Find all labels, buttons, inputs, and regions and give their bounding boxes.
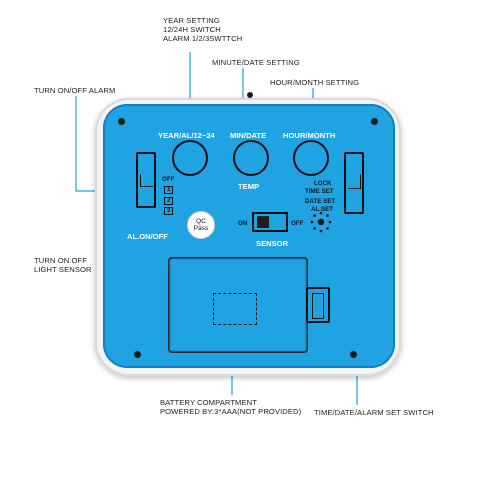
battery-compartment[interactable] xyxy=(168,257,308,353)
hang-hole-icon xyxy=(247,92,253,98)
callout-battery-line1: BATTERY COMPARTMENT xyxy=(160,398,257,407)
qc-pass-sticker: QC Pass xyxy=(187,211,215,239)
set-pos-date: DATE SET xyxy=(305,198,336,205)
sensor-off-label: OFF xyxy=(291,220,304,227)
set-pos-lock: LOCK xyxy=(314,180,332,187)
battery-tab[interactable] xyxy=(306,287,330,323)
callout-year-setting: YEAR SETTING 12/24H SWITCH ALARM 1/2/3SW… xyxy=(163,16,242,43)
switch-knob xyxy=(348,174,361,189)
switch-knob xyxy=(140,174,153,187)
qc-pass-text: Pass xyxy=(193,225,209,232)
callout-light-sensor: TURN ON.OFF LIGHT SENSOR xyxy=(34,256,92,274)
alarm-pos-2: 2 xyxy=(164,197,174,205)
alarm-pos-3: 3 xyxy=(164,207,174,215)
sensor-switch[interactable] xyxy=(252,212,288,232)
screw-icon xyxy=(350,351,357,358)
sensor-switch-label: SENSOR xyxy=(256,239,289,248)
sensor-on-label: ON xyxy=(238,220,248,227)
callout-hour-month: HOUR/MONTH SETTING xyxy=(270,78,360,87)
qc-text: QC xyxy=(196,218,206,225)
alarm-pos-off: OFF xyxy=(162,176,175,183)
button-sublabel-temp: TEMP xyxy=(238,182,260,191)
year-button[interactable] xyxy=(172,140,208,176)
switch-knob xyxy=(257,216,269,228)
battery-latch xyxy=(213,293,257,325)
callout-sensor-line1: TURN ON.OFF xyxy=(34,256,87,265)
alarm-switch-label: AL.ON/OFF xyxy=(127,232,168,241)
callout-year-line1: YEAR SETTING xyxy=(163,16,220,25)
set-pos-time: TIME SET xyxy=(305,188,334,195)
minute-date-button[interactable] xyxy=(233,140,269,176)
callout-year-line3: ALARM 1/2/3SWTTCH xyxy=(163,34,243,43)
tab-grip xyxy=(312,293,324,319)
callout-year-line2: 12/24H SWITCH xyxy=(163,25,221,34)
screw-icon xyxy=(118,118,125,125)
button-label-year: YEAR/AL/12~24 xyxy=(158,131,215,140)
callout-turn-alarm: TURN ON/OFF ALARM xyxy=(34,86,116,95)
button-label-hour: HOUR/MONTH xyxy=(283,131,336,140)
callout-sensor-line2: LIGHT SENSOR xyxy=(34,265,92,274)
hour-month-button[interactable] xyxy=(293,140,329,176)
set-pos-alarm: AL.SET xyxy=(311,206,334,213)
screw-icon xyxy=(134,351,141,358)
alarm-pos-1: 1 xyxy=(164,186,174,194)
button-label-min: MIN/DATE xyxy=(230,131,267,140)
set-switch[interactable] xyxy=(344,152,364,214)
screw-icon xyxy=(371,118,378,125)
callout-set-switch: TIME/DATE/ALARM SET SWITCH xyxy=(314,408,434,417)
speaker-icon xyxy=(310,211,332,233)
alarm-switch[interactable] xyxy=(136,152,156,208)
callout-battery-line2: POWERED BY:3*AAA(NOT PROVIDED) xyxy=(160,407,302,416)
callout-battery: BATTERY COMPARTMENT POWERED BY:3*AAA(NOT… xyxy=(160,398,301,416)
callout-minute-date: MINUTE/DATE SETTING xyxy=(212,58,300,67)
